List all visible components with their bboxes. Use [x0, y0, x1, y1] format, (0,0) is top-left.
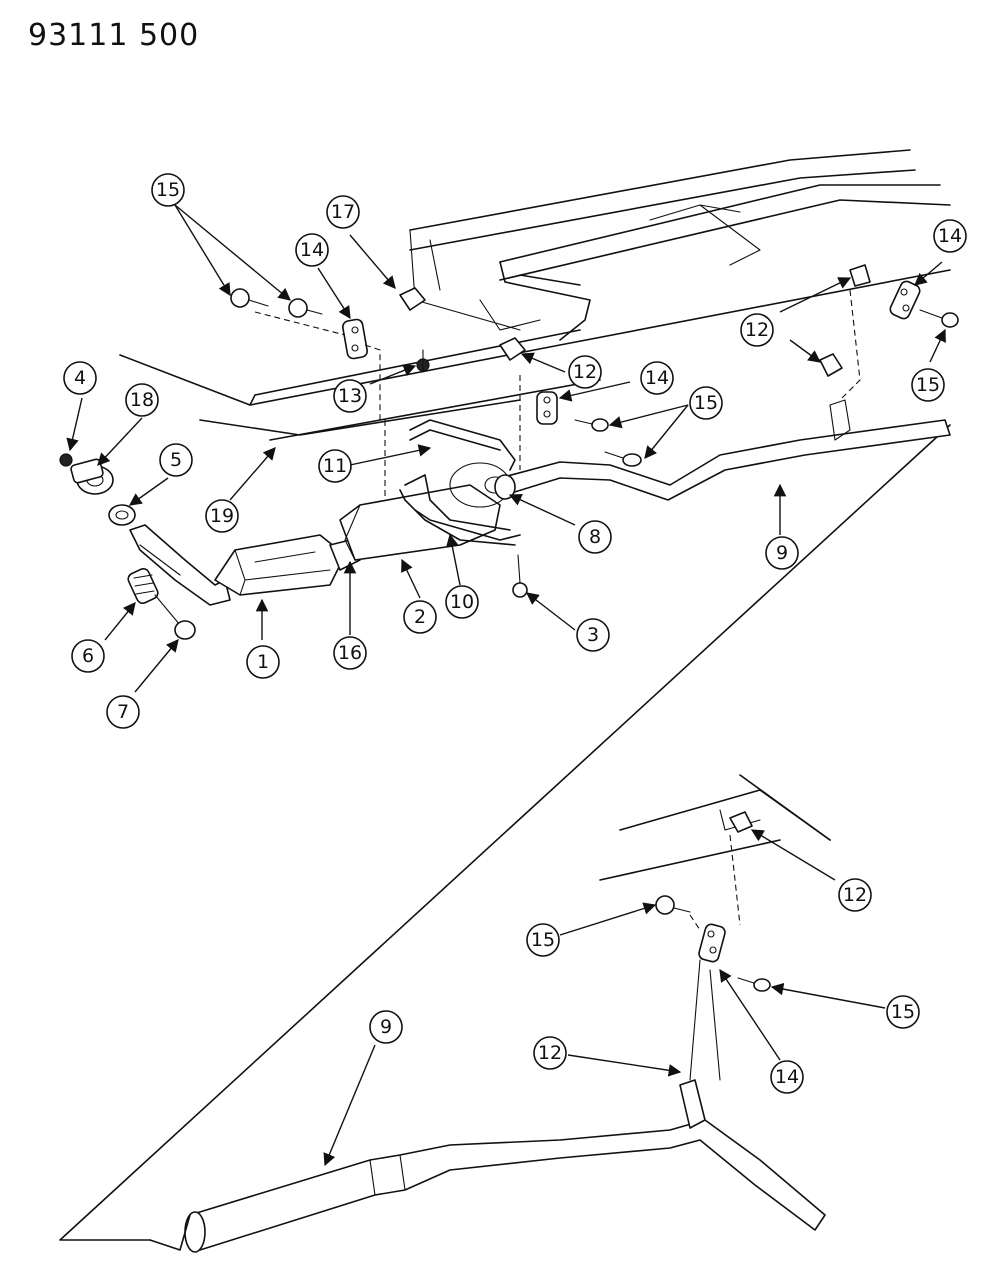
svg-text:15: 15 [156, 179, 180, 201]
svg-text:15: 15 [891, 1001, 915, 1023]
callout-15-right: 15 [911, 368, 945, 402]
callout-12-center: 12 [568, 355, 602, 389]
svg-text:5: 5 [170, 449, 182, 471]
callout-9-upper: 9 [765, 536, 799, 570]
muffler [339, 484, 501, 561]
svg-text:12: 12 [745, 319, 769, 341]
svg-text:14: 14 [938, 225, 962, 247]
callout-15-inset-right: 15 [886, 995, 920, 1029]
svg-text:3: 3 [587, 624, 599, 646]
svg-text:15: 15 [531, 929, 555, 951]
svg-text:8: 8 [589, 526, 601, 548]
svg-text:14: 14 [775, 1066, 799, 1088]
catalytic-converter [214, 534, 346, 596]
svg-text:14: 14 [645, 367, 669, 389]
svg-text:16: 16 [338, 642, 362, 664]
svg-text:2: 2 [414, 606, 426, 628]
svg-text:12: 12 [538, 1042, 562, 1064]
callout-9-lower: 9 [369, 1010, 403, 1044]
callout-12-inset-top: 12 [838, 878, 872, 912]
callout-12-right: 12 [740, 313, 774, 347]
figure-number: 93111 500 [28, 18, 200, 53]
front-pipe [129, 524, 231, 606]
svg-text:15: 15 [916, 374, 940, 396]
callout-11: 11 [318, 449, 352, 483]
hangers-upper [342, 264, 921, 425]
svg-text:7: 7 [117, 701, 129, 723]
svg-text:19: 19 [210, 505, 234, 527]
callout-18: 18 [125, 383, 159, 417]
callout-6: 6 [71, 639, 105, 673]
callout-14-top-left: 14 [295, 233, 329, 267]
callout-13: 13 [333, 379, 367, 413]
hanger-lower [655, 811, 771, 992]
callout-2: 2 [403, 600, 437, 634]
callout-14-inset: 14 [770, 1060, 804, 1094]
callout-7: 7 [106, 695, 140, 729]
svg-text:13: 13 [338, 385, 362, 407]
heat-shields [399, 419, 521, 546]
callout-3: 3 [576, 618, 610, 652]
svg-text:1: 1 [257, 651, 269, 673]
svg-text:12: 12 [573, 361, 597, 383]
svg-text:9: 9 [776, 542, 788, 564]
svg-text:15: 15 [694, 392, 718, 414]
callout-12-inset-bottom: 12 [533, 1036, 567, 1070]
tailpipe-lower [149, 1079, 826, 1253]
frame-detail-inset [599, 774, 831, 881]
callout-19: 19 [205, 499, 239, 533]
svg-text:12: 12 [843, 884, 867, 906]
svg-text:18: 18 [130, 389, 154, 411]
callout-15-top-left: 15 [151, 173, 185, 207]
svg-text:9: 9 [380, 1016, 392, 1038]
callout-15-center: 15 [689, 386, 723, 420]
alignment-lines [254, 289, 861, 1081]
svg-text:10: 10 [450, 591, 474, 613]
callout-10: 10 [445, 585, 479, 619]
callout-14-center: 14 [640, 361, 674, 395]
callout-4: 4 [63, 361, 97, 395]
svg-text:14: 14 [300, 239, 324, 261]
inset-boundary [59, 424, 951, 1241]
callout-17: 17 [326, 195, 360, 229]
manifold-flange [59, 453, 136, 526]
bolts-upper [230, 288, 959, 598]
svg-text:11: 11 [323, 455, 347, 477]
leader-arrows [66, 204, 946, 1167]
callout-8: 8 [578, 520, 612, 554]
tailpipe-upper [494, 399, 951, 501]
callout-16: 16 [333, 636, 367, 670]
callout-1: 1 [246, 645, 280, 679]
callout-5: 5 [159, 443, 193, 477]
frame-rails [119, 149, 951, 441]
svg-text:6: 6 [82, 645, 94, 667]
svg-text:17: 17 [331, 201, 355, 223]
svg-text:4: 4 [74, 367, 86, 389]
callout-14-top-right: 14 [933, 219, 967, 253]
spring-and-bolt [127, 568, 196, 640]
callout-15-inset-left: 15 [526, 923, 560, 957]
